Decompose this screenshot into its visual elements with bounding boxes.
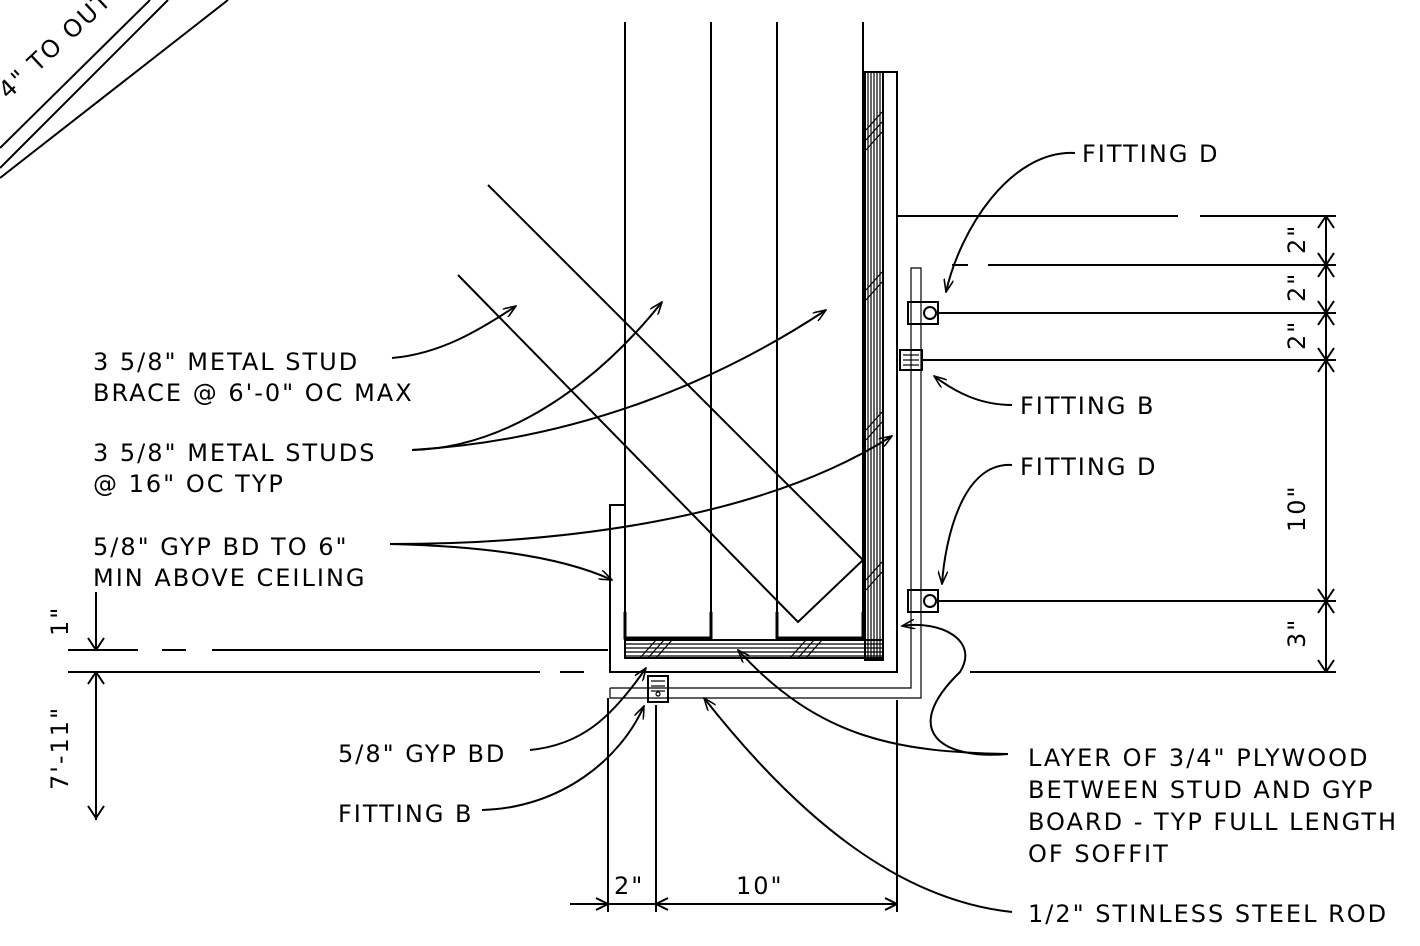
fitting-d-top (907, 301, 939, 325)
steel-rod (609, 267, 922, 699)
label-fitting-d-mid: FITTING D (1020, 453, 1158, 481)
label-fitting-d-top: FITTING D (1082, 140, 1220, 168)
dim-bottom-2: 10" (736, 872, 784, 900)
label-studs-2: @ 16" OC TYP (93, 470, 285, 498)
label-brace-1: 3 5/8" METAL STUD (93, 348, 359, 376)
stud-brace (457, 184, 865, 624)
fitting-b-bottom (647, 675, 669, 703)
metal-studs (624, 22, 864, 640)
label-rod: 1/2" STINLESS STEEL ROD (1028, 900, 1388, 928)
right-dimension-line (1317, 215, 1335, 673)
label-studs-1: 3 5/8" METAL STUDS (93, 439, 376, 467)
dim-right-3: 2" (1283, 320, 1311, 350)
label-brace-2: BRACE @ 6'-0" OC MAX (93, 379, 414, 407)
dim-right-1: 2" (1283, 224, 1311, 254)
left-dimension-line (87, 592, 105, 820)
label-fitting-b-right: FITTING B (1020, 392, 1156, 420)
label-gyp-2: MIN ABOVE CEILING (93, 564, 367, 592)
dim-right-4: 10" (1283, 484, 1311, 532)
label-plywood-4: OF SOFFIT (1028, 840, 1170, 868)
bottom-track (623, 612, 884, 659)
label-gyp-1: 5/8" GYP BD TO 6" (93, 533, 349, 561)
label-plywood-2: BETWEEN STUD AND GYP (1028, 776, 1375, 804)
diagonal-band (0, 0, 229, 179)
dim-right-5: 3" (1283, 618, 1311, 648)
reference-lines (68, 215, 1336, 673)
label-plywood-1: LAYER OF 3/4" PLYWOOD (1028, 744, 1370, 772)
dim-left-1: 1" (46, 606, 74, 636)
dim-left-2: 7'-11" (46, 706, 74, 790)
fitting-d-mid (907, 589, 939, 613)
plywood-vertical (864, 71, 884, 661)
dim-right-2: 2" (1283, 272, 1311, 302)
corner-label: 4" TO OUTS (0, 0, 130, 104)
label-gyp-bd: 5/8" GYP BD (338, 740, 506, 768)
gyp-board-vertical (609, 71, 898, 673)
bottom-dimension-line (570, 698, 898, 912)
dim-bottom-1: 2" (614, 872, 644, 900)
label-plywood-3: BOARD - TYP FULL LENGTH (1028, 808, 1398, 836)
label-fitting-b-left: FITTING B (338, 800, 474, 828)
leader-lines (389, 151, 1076, 913)
